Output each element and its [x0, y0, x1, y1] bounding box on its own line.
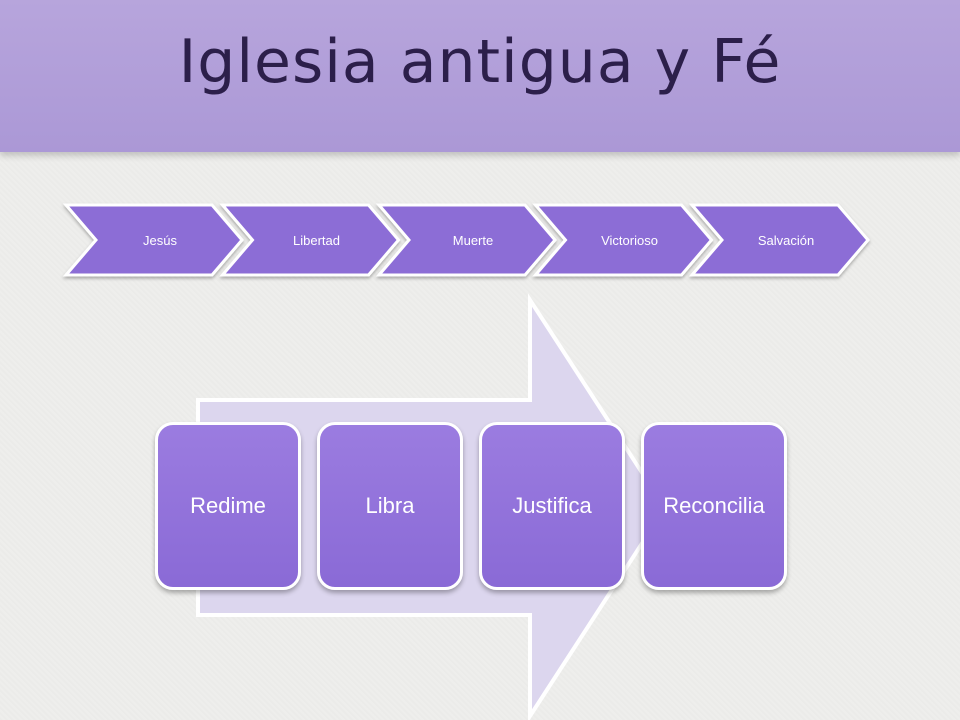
box-reconcilia: Reconcilia	[641, 422, 787, 590]
box-label: Libra	[365, 493, 415, 518]
chevron-step-label: Muerte	[453, 233, 493, 248]
box-label: Justifica	[512, 493, 592, 518]
title-band	[0, 0, 960, 152]
box-justifica: Justifica	[479, 422, 625, 590]
box-redime: Redime	[155, 422, 301, 590]
box-label: Redime	[190, 493, 266, 518]
chevron-step-label: Victorioso	[601, 233, 658, 248]
chevron-step-label: Salvación	[758, 233, 814, 248]
box-libra: Libra	[317, 422, 463, 590]
box-label: Reconcilia	[663, 493, 765, 518]
chevron-step	[62, 203, 244, 277]
chevron-step-label: Jesús	[143, 233, 177, 248]
slide-title: Iglesia antigua y Fé	[178, 27, 782, 97]
chevron-step	[219, 203, 401, 277]
chevron-step	[688, 203, 870, 277]
chevron-step-label: Libertad	[293, 233, 340, 248]
chevron-step	[375, 203, 557, 277]
chevron-step	[532, 203, 714, 277]
